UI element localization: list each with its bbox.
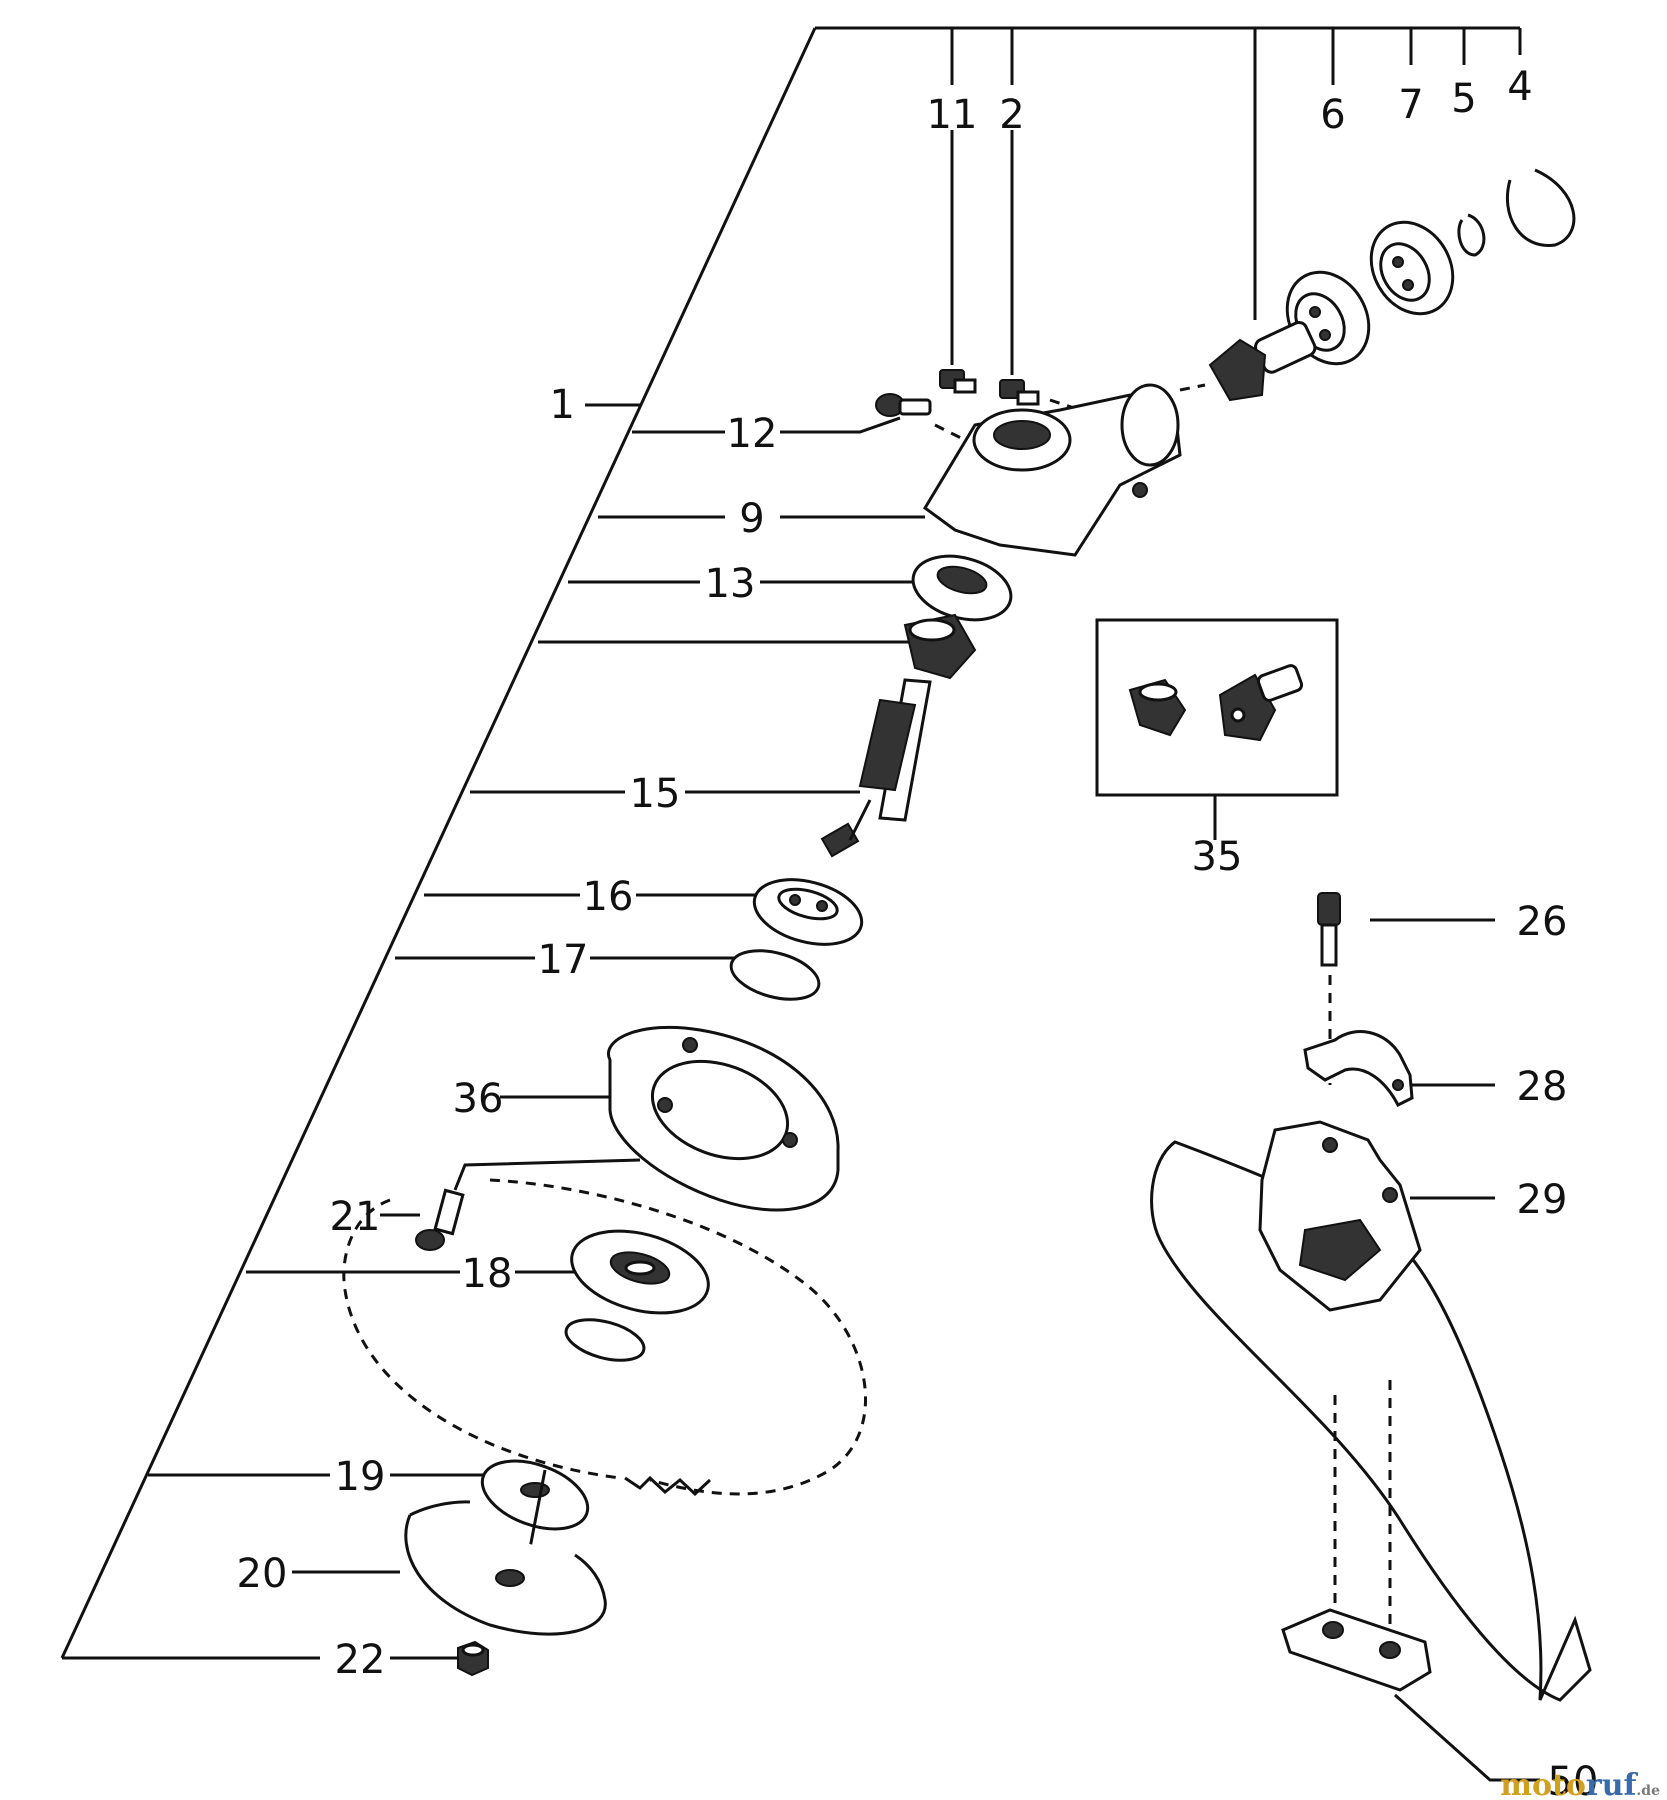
part-50-plate	[1281, 1380, 1432, 1692]
label-18: 18	[462, 1251, 513, 1297]
bevel-gear	[903, 613, 977, 680]
part-labels: 1 2 4 5 6 7 9 11 12 13 15 16 17 18 19 20…	[237, 64, 1599, 1800]
part-12-bolt	[875, 393, 932, 417]
label-9: 9	[739, 496, 764, 542]
watermark-logo: motoruf.de	[1500, 1768, 1660, 1800]
label-17: 17	[538, 937, 589, 983]
label-4: 4	[1507, 64, 1532, 110]
part-35-gear-kit	[1095, 618, 1339, 797]
leader-lines	[148, 403, 1540, 1782]
part-15-shaft	[820, 678, 932, 858]
label-20: 20	[237, 1551, 288, 1597]
part-2-screw	[999, 130, 1040, 406]
label-7: 7	[1398, 82, 1423, 128]
washer-ring	[564, 1318, 646, 1362]
label-15: 15	[630, 771, 681, 817]
part-22-nut	[457, 1640, 489, 1677]
part-28-clamp	[1303, 1030, 1414, 1108]
watermark-brand-accent: ruf	[1586, 1768, 1639, 1800]
part-20-cup	[404, 1500, 607, 1636]
label-22: 22	[335, 1637, 386, 1683]
label-13: 13	[705, 561, 756, 607]
label-2: 2	[999, 92, 1024, 138]
part-13-bearing	[911, 554, 1013, 622]
part-5-circlip	[1457, 213, 1486, 257]
label-35: 35	[1192, 834, 1243, 880]
part-11-screw	[939, 130, 977, 394]
pinion-gear	[1208, 320, 1317, 402]
part-17-ring	[729, 949, 821, 1001]
part-19-washer	[480, 1459, 590, 1601]
label-1: 1	[550, 382, 575, 428]
part-36-flange	[607, 1025, 840, 1212]
label-12: 12	[727, 411, 778, 457]
watermark-brand-main: moto	[1500, 1768, 1586, 1800]
watermark-tld: .de	[1636, 1783, 1660, 1799]
part-7-bearing	[1369, 220, 1455, 316]
main-bracket	[60, 26, 1522, 1660]
label-21: 21	[330, 1194, 381, 1240]
cutting-blade	[342, 1178, 868, 1497]
part-4-snap-ring	[1505, 168, 1576, 247]
label-26: 26	[1517, 899, 1568, 945]
label-50: 50	[1548, 1759, 1599, 1800]
part-21-bolt	[415, 1188, 465, 1251]
label-5: 5	[1451, 76, 1476, 122]
label-6: 6	[1320, 92, 1345, 138]
label-36: 36	[453, 1076, 504, 1122]
part-29-guard	[1150, 1120, 1592, 1702]
label-19: 19	[335, 1454, 386, 1500]
label-16: 16	[583, 874, 634, 920]
part-16-bearing	[752, 878, 864, 946]
label-11: 11	[927, 92, 978, 138]
label-28: 28	[1517, 1064, 1568, 1110]
label-29: 29	[1517, 1177, 1568, 1223]
part-18-holder	[570, 1229, 710, 1315]
svg-text:motoruf.de: motoruf.de	[1500, 1768, 1660, 1800]
part-9-gear-housing	[923, 383, 1182, 557]
